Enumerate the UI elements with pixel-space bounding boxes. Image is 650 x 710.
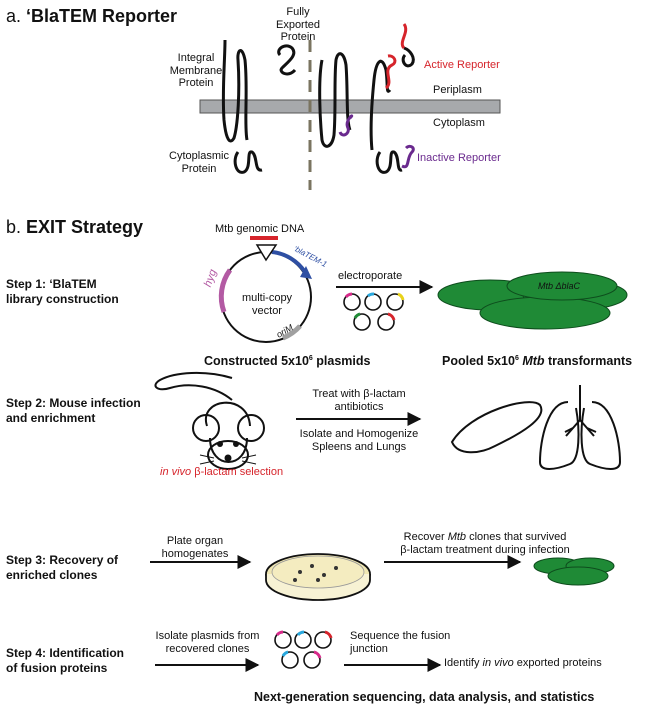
active-reporter-fused [384, 54, 397, 90]
blatem-arrowhead [300, 266, 312, 279]
label-treat: Treat with β-lactam antibiotics [312, 388, 406, 413]
step4-label: Step 4: Identification of fusion protein… [6, 646, 125, 675]
recovered-colonies [533, 557, 615, 586]
label-ngs: Next-generation sequencing, data analysi… [254, 690, 595, 704]
cyto-protein-right [375, 150, 403, 174]
active-reporter-free-red [400, 23, 408, 50]
step3-label: Step 3: Recovery of enriched clones [6, 553, 119, 582]
plasmid-library [343, 293, 404, 331]
section-b-title: b. EXIT Strategy [6, 217, 144, 237]
step1-label: Step 1: ‘BlaTEM library construction [6, 277, 119, 306]
recovered-plasmids [274, 631, 332, 669]
label-plate: Plate organ homogenates [161, 535, 229, 560]
caption-plasmids: Constructed 5x106 plasmids [204, 354, 371, 368]
label-cytoplasm: Cytoplasm [433, 117, 485, 129]
label-electroporate: electroporate [338, 270, 403, 282]
cytoplasmic-protein [233, 150, 263, 174]
oriM-segment [281, 324, 302, 341]
integral-protein-right [318, 52, 352, 148]
label-fully-exported: Fully Exported Protein [275, 6, 321, 44]
label-strain: Mtb ΔblaC [538, 281, 581, 291]
label-integral-membrane: Integral Membrane Protein [169, 52, 223, 90]
label-in-vivo-selection: in vivo β-lactam selection [160, 466, 284, 478]
petri-dish [265, 553, 371, 601]
label-cytoplasmic-protein: Cytoplasmic Protein [169, 150, 229, 175]
inactive-reporter-fused [338, 114, 354, 137]
section-a-title: a. ‘BlaTEM Reporter [6, 6, 178, 26]
label-active-reporter: Active Reporter [424, 59, 500, 71]
label-identify: Identify in vivo exported proteins [444, 657, 602, 669]
label-sequence: Sequence the fusion junction [350, 630, 451, 655]
label-inactive-reporter: Inactive Reporter [417, 152, 501, 164]
label-genomic-dna: Mtb genomic DNA [215, 223, 305, 235]
hyg-segment [218, 268, 233, 313]
label-isolate-homogenize: Isolate and Homogenize Spleens and Lungs [299, 428, 419, 453]
label-periplasm: Periplasm [433, 84, 482, 96]
membrane-bar [199, 99, 501, 114]
blatem-arrow [271, 250, 307, 274]
mtb-colonies [437, 271, 628, 330]
active-reporter-free [401, 46, 415, 68]
mouse-illustration [154, 371, 265, 470]
integral-protein-left [221, 39, 249, 143]
caption-transformants: Pooled 5x106 Mtb transformants [442, 354, 633, 368]
mouse-features [217, 441, 239, 462]
inactive-reporter-cyto [401, 144, 415, 169]
spleen-outline [450, 401, 543, 454]
label-vector: multi-copy vector [241, 292, 293, 317]
lungs-outline [538, 385, 622, 470]
exported-protein [277, 44, 297, 76]
insert-triangle [255, 244, 278, 262]
step2-label: Step 2: Mouse infection and enrichment [6, 396, 141, 425]
label-isolate-plasmids: Isolate plasmids from recovered clones [155, 630, 260, 655]
